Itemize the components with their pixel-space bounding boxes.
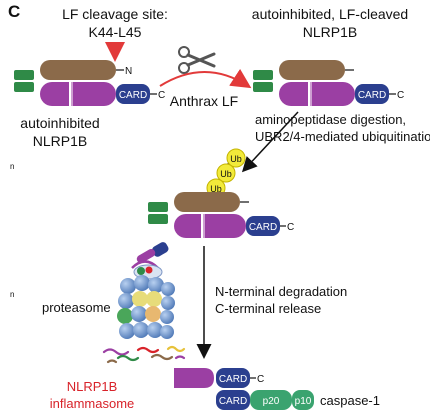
purple-domain xyxy=(174,214,246,238)
c-terminus-label: C xyxy=(397,90,404,101)
card-fragment xyxy=(152,242,169,257)
caspase-card-label: CARD xyxy=(219,396,247,407)
p20-label: p20 xyxy=(263,396,280,407)
ub-label-1: Ub xyxy=(230,154,242,164)
p10-domain xyxy=(292,390,314,410)
edge-fragment-2: n xyxy=(10,290,14,299)
ubiquitinated-nlrp1b-protein: CARD C xyxy=(148,192,294,238)
ub-circle-1 xyxy=(226,148,246,168)
green-domain-top xyxy=(14,70,34,80)
anthrax-lf-label: Anthrax LF xyxy=(170,93,238,109)
brown-domain xyxy=(174,192,240,212)
autoinhibited-label-line2: NLRP1B xyxy=(33,133,87,149)
brown-domain xyxy=(279,60,345,80)
cleavage-site-label-line1: LF cleavage site: xyxy=(62,6,168,22)
autoinhibited-nlrp1b-protein: N CARD C xyxy=(14,60,165,106)
cleaved-label-line2: NLRP1B xyxy=(303,24,357,40)
edge-fragment-1: n xyxy=(10,162,14,171)
autoinhibited-label-line1: autoinhibited xyxy=(20,115,99,131)
c-terminus-label: C xyxy=(287,222,294,233)
purple-fragment xyxy=(174,368,214,388)
green-domain-bottom xyxy=(253,82,273,92)
anthrax-lf-arrow xyxy=(159,68,252,89)
degradation-label-line1: N-terminal degradation xyxy=(215,284,347,299)
purple-domain xyxy=(279,82,355,106)
green-domain-bottom xyxy=(148,214,168,224)
peptide-fragments xyxy=(102,345,186,364)
purple-fragment xyxy=(136,249,156,263)
card-label: CARD xyxy=(249,222,277,233)
card-domain xyxy=(216,368,250,388)
released-c-terminal-fragment: CARD C xyxy=(174,368,264,388)
digestion-label-line1: aminopeptidase digestion, xyxy=(255,112,406,127)
purple-domain xyxy=(40,82,116,106)
inflammasome-label-line1: NLRP1B xyxy=(67,379,118,394)
red-blob xyxy=(145,266,153,274)
degradation-label-line2: C-terminal release xyxy=(215,301,321,316)
cleavage-site-label-line2: K44-L45 xyxy=(89,24,142,40)
green-domain-bottom xyxy=(14,82,34,92)
inflammasome-label-line2: inflammasome xyxy=(50,396,135,411)
green-domain-top xyxy=(253,70,273,80)
c-terminus-label: C xyxy=(158,90,165,101)
p20-domain xyxy=(250,390,292,410)
ubiquitin-chain: Ub Ub Ub xyxy=(206,148,246,198)
green-blob xyxy=(137,267,145,275)
ub-circle-2 xyxy=(216,163,236,183)
card-domain xyxy=(355,84,389,104)
c-terminus-label: C xyxy=(257,374,264,385)
proteasome-label: proteasome xyxy=(42,300,111,315)
proteasome-complex xyxy=(117,242,175,339)
ub-label-3: Ub xyxy=(210,184,222,194)
card-label: CARD xyxy=(119,90,147,101)
green-domain-top xyxy=(148,202,168,212)
card-domain xyxy=(116,84,150,104)
n-terminus-label: N xyxy=(125,66,132,77)
caspase-1-label: caspase-1 xyxy=(320,393,380,408)
scissors-icon xyxy=(178,46,216,74)
card-domain xyxy=(246,216,280,236)
digestion-label-line2: UBR2/4-mediated ubiquitination xyxy=(255,129,430,144)
ub-label-2: Ub xyxy=(220,169,232,179)
caspase-card-domain xyxy=(216,390,250,410)
panel-letter: C xyxy=(8,2,20,21)
card-label: CARD xyxy=(219,374,247,385)
cleaved-nlrp1b-protein: CARD C xyxy=(253,60,404,106)
card-label: CARD xyxy=(358,90,386,101)
caspase-1-protein: CARD p20 p10 xyxy=(216,390,314,410)
brown-domain xyxy=(40,60,116,80)
p10-label: p10 xyxy=(295,396,312,407)
digestion-arrow xyxy=(241,111,299,173)
cleaved-label-line1: autoinhibited, LF-cleaved xyxy=(252,6,408,22)
